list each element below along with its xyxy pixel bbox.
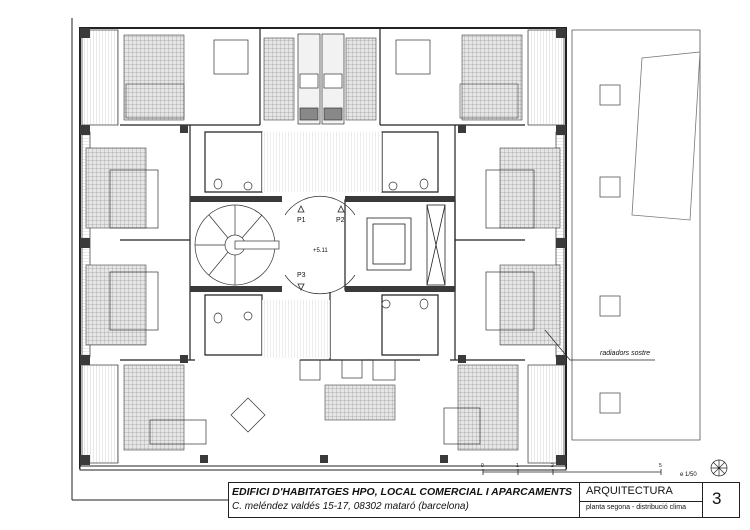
columns: [80, 28, 566, 465]
level-mark: +5.11: [313, 248, 328, 254]
structural-walls: [180, 125, 466, 363]
scale-tick-1: 1: [516, 463, 519, 469]
title-divider: [579, 501, 702, 502]
scale-tick-0: 0: [481, 463, 484, 469]
door-label-p2: P2: [336, 217, 345, 224]
title-divider: [702, 483, 703, 517]
furniture: [109, 39, 535, 445]
shafts: [297, 33, 345, 125]
sheet-number: 3: [712, 489, 722, 508]
bathroom-fixtures: [213, 178, 429, 324]
ceiling-radiators: [85, 34, 561, 451]
title-block: [228, 482, 740, 518]
discipline-label: ARQUITECTURA: [586, 485, 673, 497]
adjacent-plot: [571, 29, 701, 441]
door-label-p1: P1: [297, 217, 306, 224]
annotation-leader: [544, 329, 655, 361]
scale-bar: [482, 469, 662, 475]
scale-label: e 1/50: [680, 472, 697, 478]
door-label-p3: P3: [297, 272, 306, 279]
annotation-radiadors: radiadors sostre: [600, 350, 650, 357]
project-title: EDIFICI D'HABITATGES HPO, LOCAL COMERCIA…: [232, 486, 573, 498]
lift: [366, 204, 446, 286]
north-arrow-icon: [710, 459, 728, 477]
project-address: C. meléndez valdés 15-17, 08302 mataró (…: [232, 501, 469, 512]
landing: [284, 195, 356, 295]
sheet-description: planta segona - distribució clima: [586, 504, 686, 511]
title-divider: [579, 483, 580, 517]
corridor: [262, 132, 382, 192]
door-markers: [297, 205, 345, 291]
spiral-stair: [194, 204, 280, 286]
scale-tick-5: 5: [659, 463, 662, 469]
corridor: [262, 300, 330, 358]
scale-tick-2: 2: [551, 463, 554, 469]
